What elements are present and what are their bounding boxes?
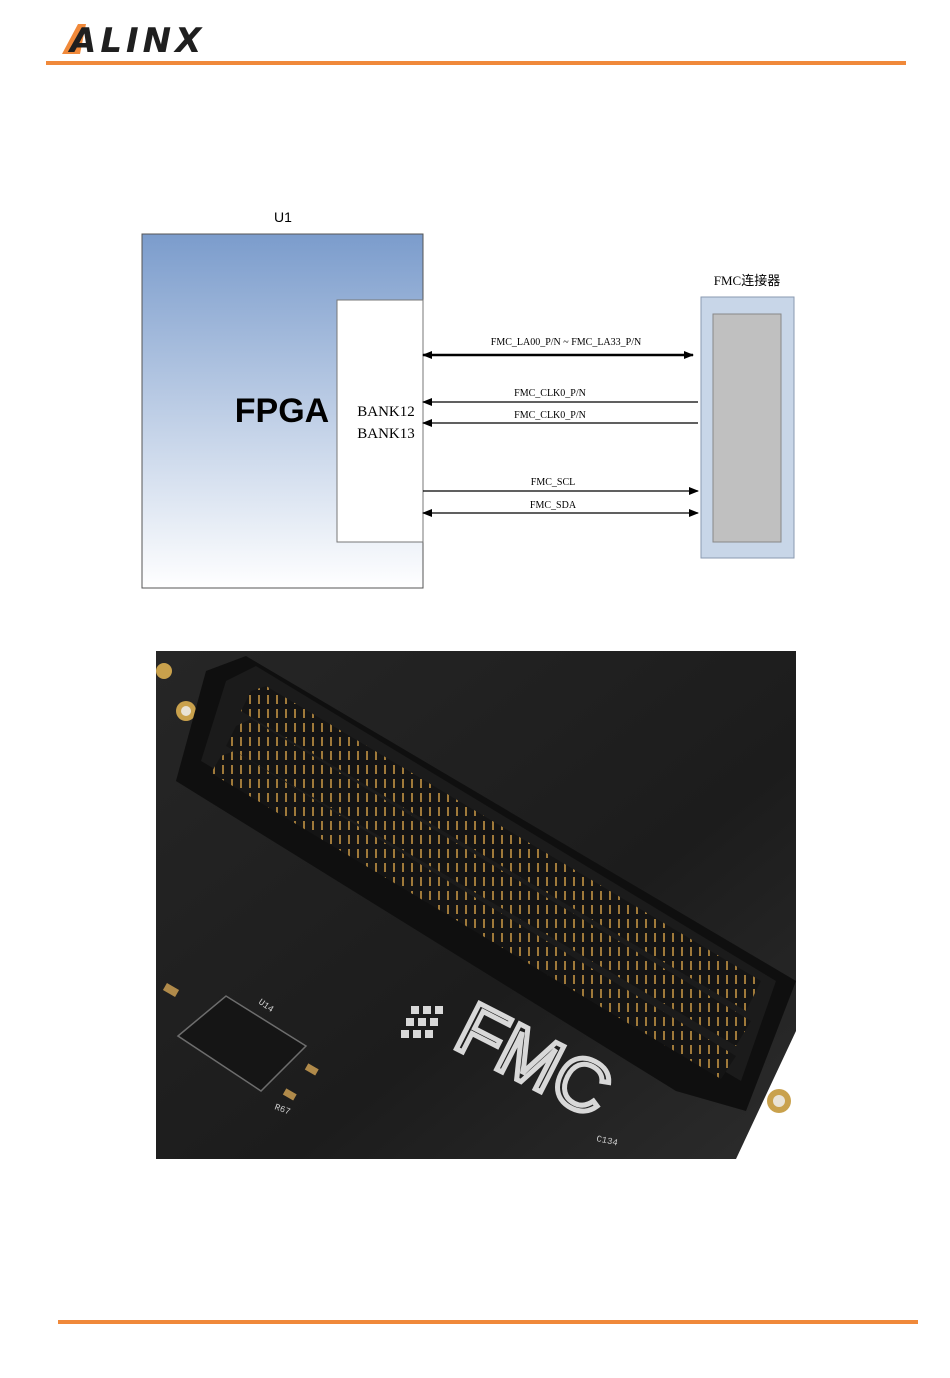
bank-label-2: BANK13 [357,426,415,442]
signal-la-bus-label: FMC_LA00_P/N ~ FMC_LA33_P/N [491,337,641,348]
signal-sda-label: FMC_SDA [530,500,577,511]
logo-text: ALINX [67,21,205,60]
fmc-connector-photo: FMC U14 C134 R67 [156,651,796,1159]
footer-rule [58,1320,918,1324]
signal-scl-label: FMC_SCL [531,477,575,488]
bank-block [337,300,423,542]
chip-ref-label: U1 [274,209,292,225]
fmc-connector-inner [713,314,781,542]
bank-label-1: BANK12 [357,404,415,420]
header-rule [46,61,906,65]
signal-clk1-label: FMC_CLK0_P/N [514,410,586,421]
alinx-logo: ALINX [60,16,230,60]
fmc-block-diagram: U1 FPGA BANK12 BANK13 FMC连接器 FMC_LA00_P/… [0,190,950,610]
fpga-label: FPGA [235,392,329,430]
connector-label: FMC连接器 [714,273,780,288]
signal-clk0-label: FMC_CLK0_P/N [514,388,586,399]
